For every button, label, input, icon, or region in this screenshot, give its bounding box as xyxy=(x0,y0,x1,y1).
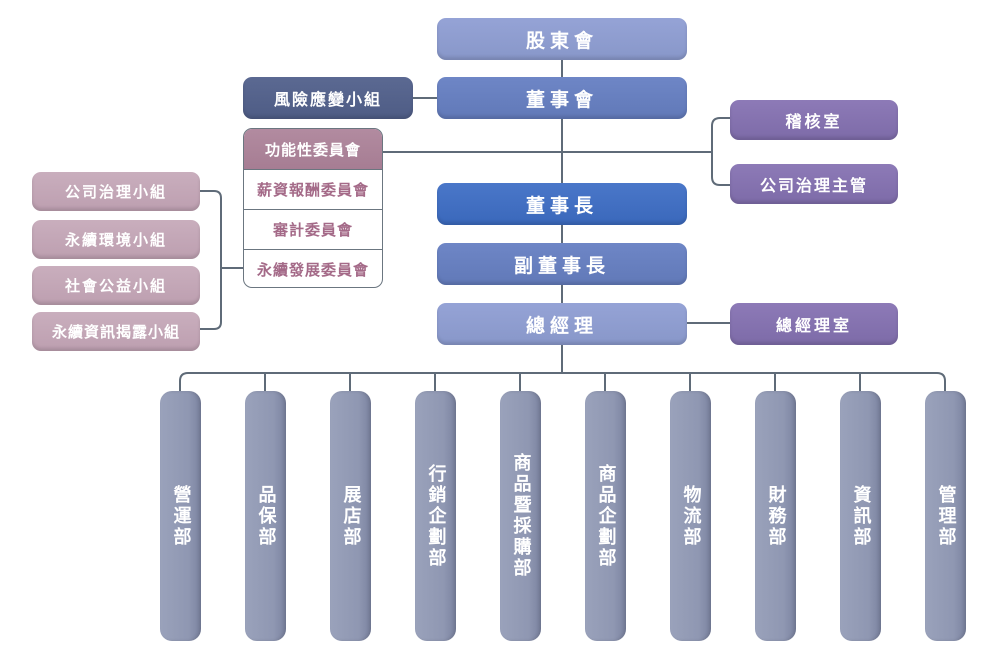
group-social-welfare[interactable]: 社會公益小組 xyxy=(32,266,200,305)
department-label: 行銷企劃部 xyxy=(425,463,447,569)
vice-chairman-label: 副董事長 xyxy=(513,254,610,277)
department-administration[interactable]: 管理部 xyxy=(925,391,966,641)
department-label: 營運部 xyxy=(170,484,192,548)
group-label: 永續資訊揭露小組 xyxy=(51,323,180,341)
committee-audit[interactable]: 審計委員會 xyxy=(244,209,382,249)
board-of-directors-box[interactable]: 董事會 xyxy=(437,77,687,119)
chairman-label: 董事長 xyxy=(525,194,598,217)
committee-header[interactable]: 功能性委員會 xyxy=(244,129,382,169)
group-label: 社會公益小組 xyxy=(64,277,167,295)
department-marketing-planning[interactable]: 行銷企劃部 xyxy=(415,391,456,641)
committee-compensation[interactable]: 薪資報酬委員會 xyxy=(244,169,382,209)
department-information[interactable]: 資訊部 xyxy=(840,391,881,641)
group-sustainable-environment[interactable]: 永續環境小組 xyxy=(32,220,200,259)
governance-officer-label: 公司治理主管 xyxy=(759,176,868,195)
department-label: 財務部 xyxy=(765,484,787,548)
board-label: 董事會 xyxy=(525,88,598,111)
department-label: 物流部 xyxy=(680,484,702,548)
risk-response-group-box[interactable]: 風險應變小組 xyxy=(243,77,413,119)
department-store-expansion[interactable]: 展店部 xyxy=(330,391,371,641)
chairman-box[interactable]: 董事長 xyxy=(437,183,687,225)
department-label: 管理部 xyxy=(935,484,957,548)
group-label: 公司治理小組 xyxy=(64,183,167,201)
department-label: 商品暨採購部 xyxy=(510,453,532,579)
risk-group-label: 風險應變小組 xyxy=(273,90,382,109)
department-operations[interactable]: 營運部 xyxy=(160,391,201,641)
functional-committees-box: 功能性委員會 薪資報酬委員會 審計委員會 永續發展委員會 xyxy=(243,128,383,288)
president-box[interactable]: 總經理 xyxy=(437,303,687,345)
department-label: 資訊部 xyxy=(850,484,872,548)
president-office-label: 總經理室 xyxy=(775,316,852,335)
shareholders-label: 股東會 xyxy=(525,29,598,52)
audit-office-box[interactable]: 稽核室 xyxy=(730,100,898,140)
audit-office-label: 稽核室 xyxy=(785,112,843,131)
department-logistics[interactable]: 物流部 xyxy=(670,391,711,641)
committee-sustainability[interactable]: 永續發展委員會 xyxy=(244,249,382,287)
shareholders-meeting-box[interactable]: 股東會 xyxy=(437,18,687,60)
group-label: 永續環境小組 xyxy=(64,231,167,249)
right-bracket xyxy=(711,117,730,186)
department-bus xyxy=(179,372,946,391)
group-sustainability-disclosure[interactable]: 永續資訊揭露小組 xyxy=(32,312,200,351)
department-label: 品保部 xyxy=(255,484,277,548)
department-label: 商品企劃部 xyxy=(595,463,617,569)
group-corporate-governance[interactable]: 公司治理小組 xyxy=(32,172,200,211)
department-quality-assurance[interactable]: 品保部 xyxy=(245,391,286,641)
left-bracket xyxy=(200,190,222,330)
department-finance[interactable]: 財務部 xyxy=(755,391,796,641)
governance-officer-box[interactable]: 公司治理主管 xyxy=(730,164,898,204)
vice-chairman-box[interactable]: 副董事長 xyxy=(437,243,687,285)
president-office-box[interactable]: 總經理室 xyxy=(730,303,898,345)
department-merchandise-procurement[interactable]: 商品暨採購部 xyxy=(500,391,541,641)
department-merchandise-planning[interactable]: 商品企劃部 xyxy=(585,391,626,641)
president-label: 總經理 xyxy=(525,314,598,337)
department-label: 展店部 xyxy=(340,484,362,548)
